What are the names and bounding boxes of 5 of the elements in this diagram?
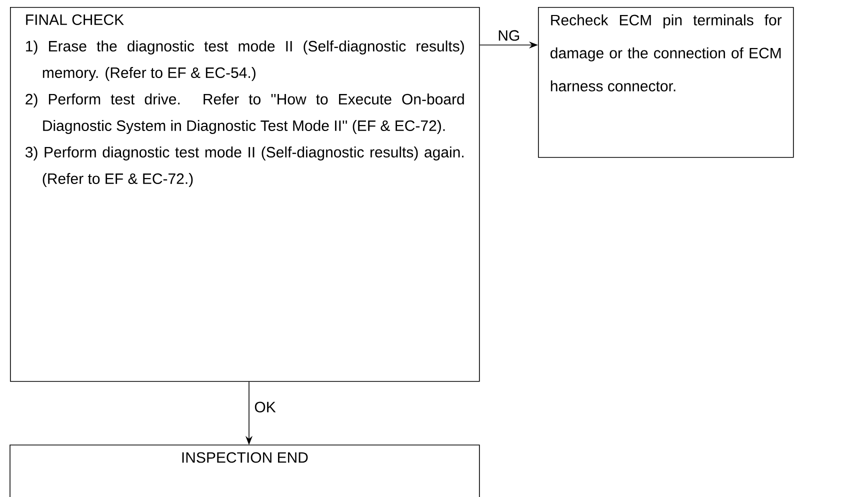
- process-box: Recheck ECM pin terminals for damage or the connection of ECM harness connector.: [538, 7, 794, 158]
- edge-label: OK: [253, 400, 277, 414]
- edge-label: NG: [496, 29, 522, 42]
- process-box: FINAL CHECK 1) Erase the diagnostic test mode II (Self-diagnostic results) memory. (Refer to EF & EC-54.) 2) Perform test drive. Refer to ''How to Execute On-board Diagnostic System in Diagnostic Test Mode II'' (EF & EC-72). 3) Perform diagnostic test mode II (Self-diagnostic results) again. (Refer to EF & EC-72.): [10, 7, 480, 382]
- end-box: INSPECTION END: [10, 444, 480, 497]
